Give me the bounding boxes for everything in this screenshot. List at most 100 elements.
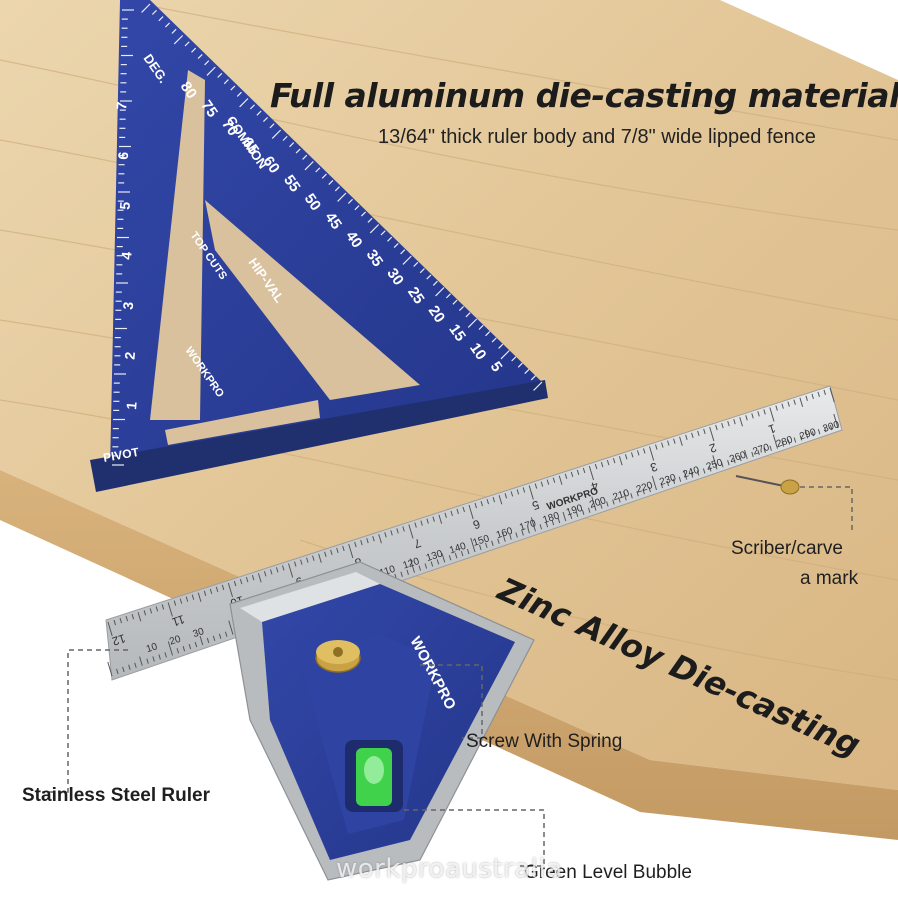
combination-square-head: WORKPRO [229,561,535,881]
ruler-tick [516,489,520,495]
ruler-tick [709,426,715,442]
ruler-tick [139,656,143,666]
ruler-tick [636,491,639,497]
ruler-tick [119,617,123,624]
ruler-tick [125,616,129,622]
ruler-tick [197,592,202,602]
ruler-tick [158,654,161,660]
ruler-tick [336,547,339,554]
ruler-tick [275,567,279,573]
ruler-tick [438,514,443,524]
rafter-degree-number: 65 [239,135,262,158]
ruler-tick [209,588,213,594]
ruler-tick [470,537,476,553]
bubble-label: Green Level Bubble [524,862,692,883]
ruler-mm-number: 290 [798,427,818,443]
rafter-tick [217,72,223,78]
ruler-tick [575,511,579,518]
ruler-tick [618,497,621,503]
rafter-tick [191,47,197,53]
ruler-tick [288,563,294,578]
ruler-tick [318,553,322,563]
ruler-tick [551,519,555,526]
ruler-tick [546,479,550,485]
ruler-tick [781,403,784,409]
ruler-tick [804,429,809,439]
ruler-inch-number: 3 [648,459,659,474]
ruler-tick [811,393,814,399]
rafter-inch-number: 2 [121,351,138,360]
rafter-degree-number: 60 [259,153,282,176]
ruler-tick [534,483,538,489]
ruler-tick [146,658,149,664]
rafter-tick [530,375,536,381]
ruler-tick [702,468,706,474]
rafter-tick [230,85,236,91]
ruler-mm-number: 230 [658,472,678,488]
ruler-tick [557,517,561,524]
ruler-tick [696,470,700,476]
ruler-tick [215,586,219,593]
ruler-tick [545,522,549,528]
ruler-tick [769,407,775,422]
ruler-tick [137,612,142,622]
ruler-tick [527,528,530,534]
ruler-inch-number: 6 [471,517,482,532]
ruler-tick [823,389,826,396]
rafter-degree-number: 80 [177,79,200,102]
ruler-tick [833,413,839,429]
ruler-tick [462,506,465,513]
rafter-tick [432,280,438,286]
ruler-tick [643,448,646,454]
ruler-tick [224,631,228,637]
ruler-tick [811,431,815,437]
ruler-tick [167,602,173,617]
rafter-degree-number: 50 [301,191,324,214]
ruler-mm-number: 190 [565,503,585,519]
ruler-inch-number: 1 [766,421,777,436]
ruler-mm-number: 300 [822,419,842,435]
ruler-tick [409,558,415,573]
rafter-square: DEG. COMMON HIP-VAL TOP CUTS PIVOT WORKP… [90,0,548,492]
ruler-tick [306,557,309,563]
ruler-tick [558,475,563,485]
ruler-tick [360,539,363,546]
ruler-tick [263,571,267,577]
rafter-tick [467,318,478,328]
ruler-mm-number: 280 [775,434,795,450]
ruler-tick [269,569,273,575]
ruler-tick [612,458,616,464]
rafter-tick [173,35,184,45]
headline: Full aluminum die-casting material [270,76,898,115]
scriber [735,475,800,495]
ruler-tick [594,463,598,470]
ruler-label: Stainless Steel Ruler [22,785,210,806]
ruler-tick [479,544,482,551]
ruler-tick [799,397,804,407]
ruler-tick [623,491,627,501]
rafter-tick [524,368,530,375]
rafter-tick [271,129,282,139]
ruler-mm-number: 270 [752,442,772,458]
ruler-tick [630,493,633,499]
rafter-inch-number: 4 [118,251,135,260]
ruler-tick [161,604,165,610]
brass-screw-knob [315,640,361,673]
ruler-mm-number: 120 [402,556,422,572]
ruler-tick [454,553,458,559]
ruler-tick [233,580,237,587]
ruler-tick [587,507,591,513]
ruler-tick [179,598,183,604]
ruler-tick [781,441,785,447]
ruler-tick [188,643,192,650]
ruler-tick [673,438,676,444]
ruler-tick [282,565,285,571]
ruler-mm-number: 150 [472,533,492,549]
ruler-tick [829,424,833,431]
ruler-tick [330,549,333,555]
ruler-tick [521,530,524,536]
ruler-tick [491,540,494,546]
ruler-tick [143,610,147,616]
ruler-tick [570,471,574,477]
